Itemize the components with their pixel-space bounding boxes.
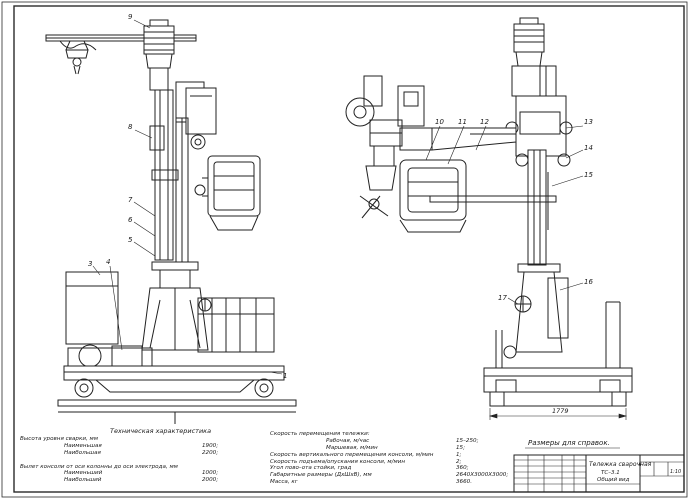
callout-8: 8 [128, 123, 133, 131]
spec-value: 2200; [202, 449, 219, 456]
callout-11: 11 [458, 118, 467, 126]
callout-1: 1 [283, 372, 287, 380]
spec-value: 360; [456, 465, 469, 472]
spec-label: Высота уровня сварки, мм [20, 436, 98, 442]
spec-value: 1900; [202, 442, 219, 449]
left-spec-row: Наименьший 1000; [20, 470, 240, 477]
spec-label: Рабочая, м/час [326, 437, 370, 444]
title-block [513, 454, 685, 493]
callout-4: 4 [106, 258, 110, 266]
left-view [45, 19, 297, 424]
right-callouts [425, 125, 584, 305]
callout-7: 7 [128, 196, 133, 204]
spec-label: Скорость перемещения тележки: [270, 431, 370, 437]
spec-label: Угол пово–ота стойки, град [270, 465, 352, 472]
callout-6: 6 [128, 216, 133, 224]
right-spec-row: Скорость подъема/опускания консоли, м/ми… [270, 459, 510, 466]
title-code: ТС–3.1 [601, 470, 620, 476]
spec-value: 2000; [202, 477, 219, 484]
left-spec-row: Наибольший 2000; [20, 477, 240, 484]
callout-5: 5 [128, 236, 133, 244]
left-spec-row [20, 457, 240, 464]
title-view: Общий вид [597, 477, 630, 483]
callout-12: 12 [480, 118, 489, 126]
left-callouts [92, 19, 283, 375]
callout-10: 10 [435, 118, 444, 126]
left-specs: Высота уровня сварки, мм Наименьшая 1900;… [20, 436, 240, 484]
left-callout-labels: 9 8 7 6 5 3 4 1 [88, 13, 287, 380]
spec-label: Скорость вертикального перемещения консо… [270, 451, 434, 458]
specs-title: Техническая характеристика [110, 427, 211, 435]
spec-label: Наименьшая [64, 442, 102, 449]
right-spec-row: Скорость перемещения тележки: [270, 431, 510, 438]
right-spec-row: Рабочая, м/час 15–250; [270, 438, 510, 445]
callout-14: 14 [584, 144, 593, 152]
right-spec-row: Маршевая, м/мин 15; [270, 445, 510, 452]
right-spec-row: Масса, кг 3660. [270, 479, 510, 486]
title-name: Тележка сварочная [589, 461, 652, 468]
spec-value: 15; [456, 444, 466, 451]
left-spec-row: Вылет консоли от оси колонны до оси элек… [20, 464, 240, 471]
left-spec-row: Наибольшая 2200; [20, 450, 240, 457]
spec-value: 3660. [456, 479, 473, 486]
right-spec-row: Габаритные размеры (ДхШхВ), мм 2640Х3000Х… [270, 472, 510, 479]
spec-label: Наибольшая [64, 449, 101, 456]
callout-3: 3 [88, 260, 92, 268]
callout-9: 9 [128, 13, 133, 21]
right-spec-row: Скорость вертикального перемещения консо… [270, 452, 510, 459]
spec-value: 1; [456, 451, 462, 458]
spec-value: 2; [456, 458, 462, 465]
spec-label: Габаритные размеры (ДхШхВ), мм [270, 472, 372, 479]
spec-label: Масса, кг [270, 479, 298, 486]
callout-16: 16 [584, 278, 593, 286]
dimension-label: 1779 [552, 407, 569, 415]
right-callout-labels: 10 11 12 13 14 15 16 17 [435, 118, 593, 302]
right-specs: Скорость перемещения тележки: Рабочая, м… [270, 431, 510, 486]
callout-13: 13 [584, 118, 593, 126]
spec-value: 1000; [202, 470, 219, 477]
right-view [345, 17, 633, 407]
spec-label: Наименьший [64, 470, 103, 477]
spec-label: Вылет консоли от оси колонны до оси элек… [20, 463, 178, 470]
spec-value: 15–250; [456, 437, 479, 444]
title-scale: 1:10 [670, 469, 681, 475]
left-spec-row: Наименьшая 1900; [20, 443, 240, 450]
spec-label: Маршевая, м/мин [326, 444, 378, 451]
callout-17: 17 [498, 294, 507, 302]
dimension-1779 [488, 408, 628, 420]
notes-title: Размеры для справок. [528, 439, 610, 447]
right-spec-row: Угол пово–ота стойки, град 360; [270, 465, 510, 472]
spec-value: 2640Х3000Х3000; [456, 472, 509, 479]
spec-label: Скорость подъема/опускания консоли, м/ми… [270, 458, 406, 465]
spec-label: Наибольший [64, 477, 102, 484]
inner-frame [13, 5, 685, 493]
callout-15: 15 [584, 171, 593, 179]
left-spec-row: Высота уровня сварки, мм [20, 436, 240, 443]
